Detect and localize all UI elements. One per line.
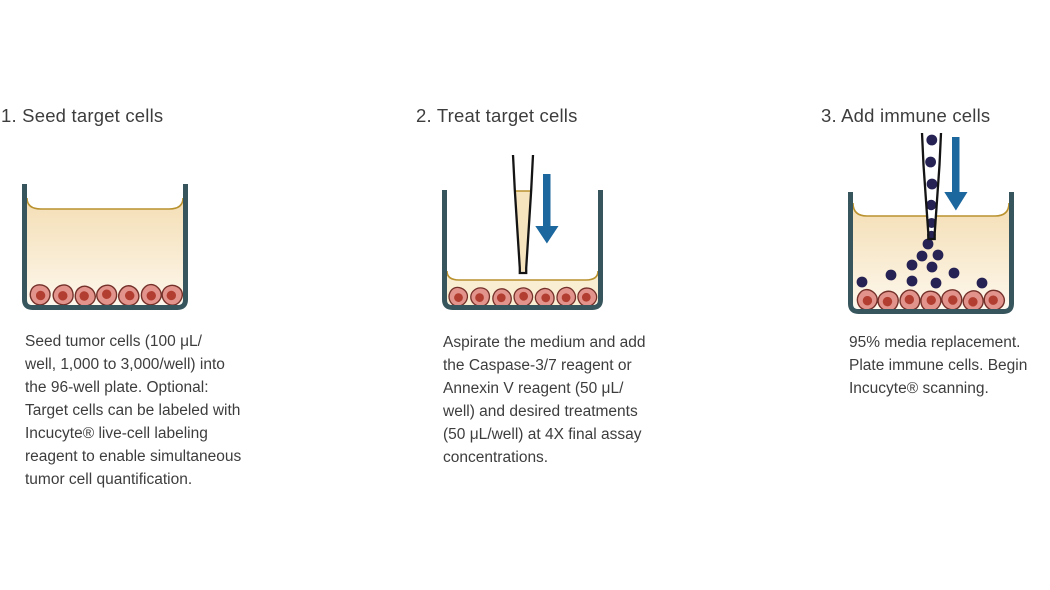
immune-cell-icon (925, 156, 936, 168)
pipette-icon (920, 132, 943, 241)
immune-cell-icon (926, 261, 938, 273)
well-wall (22, 184, 188, 310)
immune-cell-icon (948, 267, 960, 279)
immune-cell-icon (906, 275, 918, 287)
down-arrow-icon (535, 174, 559, 244)
treatment-well-illustration (442, 154, 603, 312)
step-2-title: 2. Treat target cells (416, 105, 578, 126)
step-3-title: 3. Add immune cells (821, 105, 991, 126)
step-1-description: Seed tumor cells (100 μL/ well, 1,000 to… (25, 333, 242, 488)
immune-cell-icon (926, 178, 938, 190)
immune-cell-icon (922, 238, 934, 250)
well-medium (853, 203, 1009, 309)
immune-cell-icon (916, 250, 928, 262)
immune-cell-icon (856, 276, 868, 288)
down-arrow-icon (944, 137, 968, 211)
immune-cell-icon (976, 277, 988, 289)
immune-cell-icon (932, 249, 944, 261)
medium-surface-line (26, 197, 184, 210)
dispersing-immune-cells (856, 238, 988, 289)
well-medium (27, 198, 183, 305)
immune-cell-icon (926, 134, 938, 146)
immune-cell-icon (885, 269, 897, 281)
well-wall (442, 190, 603, 310)
step-2-description: Aspirate the medium and add the Caspase-… (443, 334, 646, 466)
seeded-well-illustration (22, 184, 188, 311)
step-3-description: 95% media replacement. Plate immune cell… (849, 334, 1028, 397)
immune-cell-well-illustration (848, 132, 1014, 315)
immune-cell-icon (926, 199, 937, 211)
pipette-icon (511, 154, 535, 275)
well-wall (848, 192, 1014, 314)
immune-cell-icon (906, 259, 918, 271)
medium-surface-line (446, 270, 599, 281)
step-1-title: 1. Seed target cells (1, 105, 164, 126)
immune-cell-icon (930, 277, 942, 289)
